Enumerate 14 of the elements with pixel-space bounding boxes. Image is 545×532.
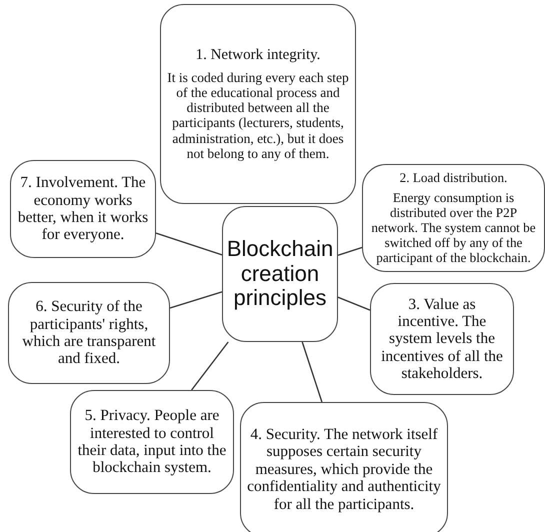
connector-line <box>156 232 222 256</box>
connector-line <box>302 342 323 402</box>
principle-box: 2. Load distribution. Energy consumption is distributed over the P2P network. The system cannot be switched off by any of the participant of the blockchain. <box>362 164 545 272</box>
central-box: Blockchain creation principles <box>222 206 338 342</box>
principle-box: 4. Security. The network itself supposes certain security measures, which provide the confidentiality and authenticity for all the participants. <box>240 402 448 532</box>
connector-line <box>338 296 370 311</box>
principle-box: 7. Involvement. The economy works better, when it works for everyone. <box>10 160 156 258</box>
connector-line <box>191 342 229 390</box>
principle-box: 5. Privacy. People are interested to control their data, input into the blockchain system. <box>70 390 234 494</box>
connector-line <box>338 246 362 256</box>
principle-box: 6. Security of the participants' rights, which are transparent and fixed. <box>8 282 170 384</box>
principle-box: 1. Network integrity. It is coded during every each step of the educational process and distributed between all the participants (lecturers, students, administration, etc.), but it does not belong to any of them. <box>160 4 356 204</box>
connector-line <box>170 291 222 309</box>
principle-box: 3. Value as incentive. The system levels the incentives of all the stakeholders. <box>370 283 514 395</box>
